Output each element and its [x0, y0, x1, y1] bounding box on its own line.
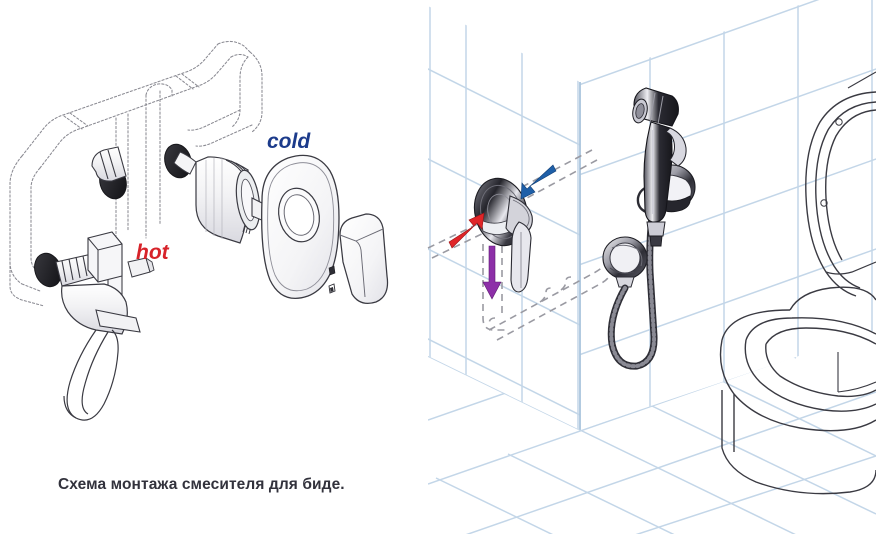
wall-mixer[interactable]	[468, 173, 535, 293]
bidet-spray-head[interactable]	[631, 87, 687, 247]
lever-handle	[339, 213, 389, 304]
escutcheon-plate	[261, 154, 340, 300]
fixing-screws	[328, 265, 336, 294]
arrow-hot-supply	[448, 212, 485, 249]
mixer-lever-handle[interactable]	[510, 221, 532, 293]
outlet-elbow	[61, 231, 155, 335]
arrow-outlet	[482, 245, 502, 300]
hose-loop	[63, 329, 119, 421]
wall-outlet-elbow	[602, 236, 648, 288]
arrow-cold-supply	[520, 164, 557, 200]
riser-collar	[91, 146, 127, 182]
braided-hose	[607, 212, 658, 370]
wall-hung-toilet	[719, 71, 876, 495]
label-hot: hot	[136, 241, 169, 264]
concealed-valve-body	[173, 151, 284, 244]
label-cold: cold	[267, 130, 311, 153]
diagram-caption: Схема монтажа смесителя для биде.	[58, 476, 345, 493]
